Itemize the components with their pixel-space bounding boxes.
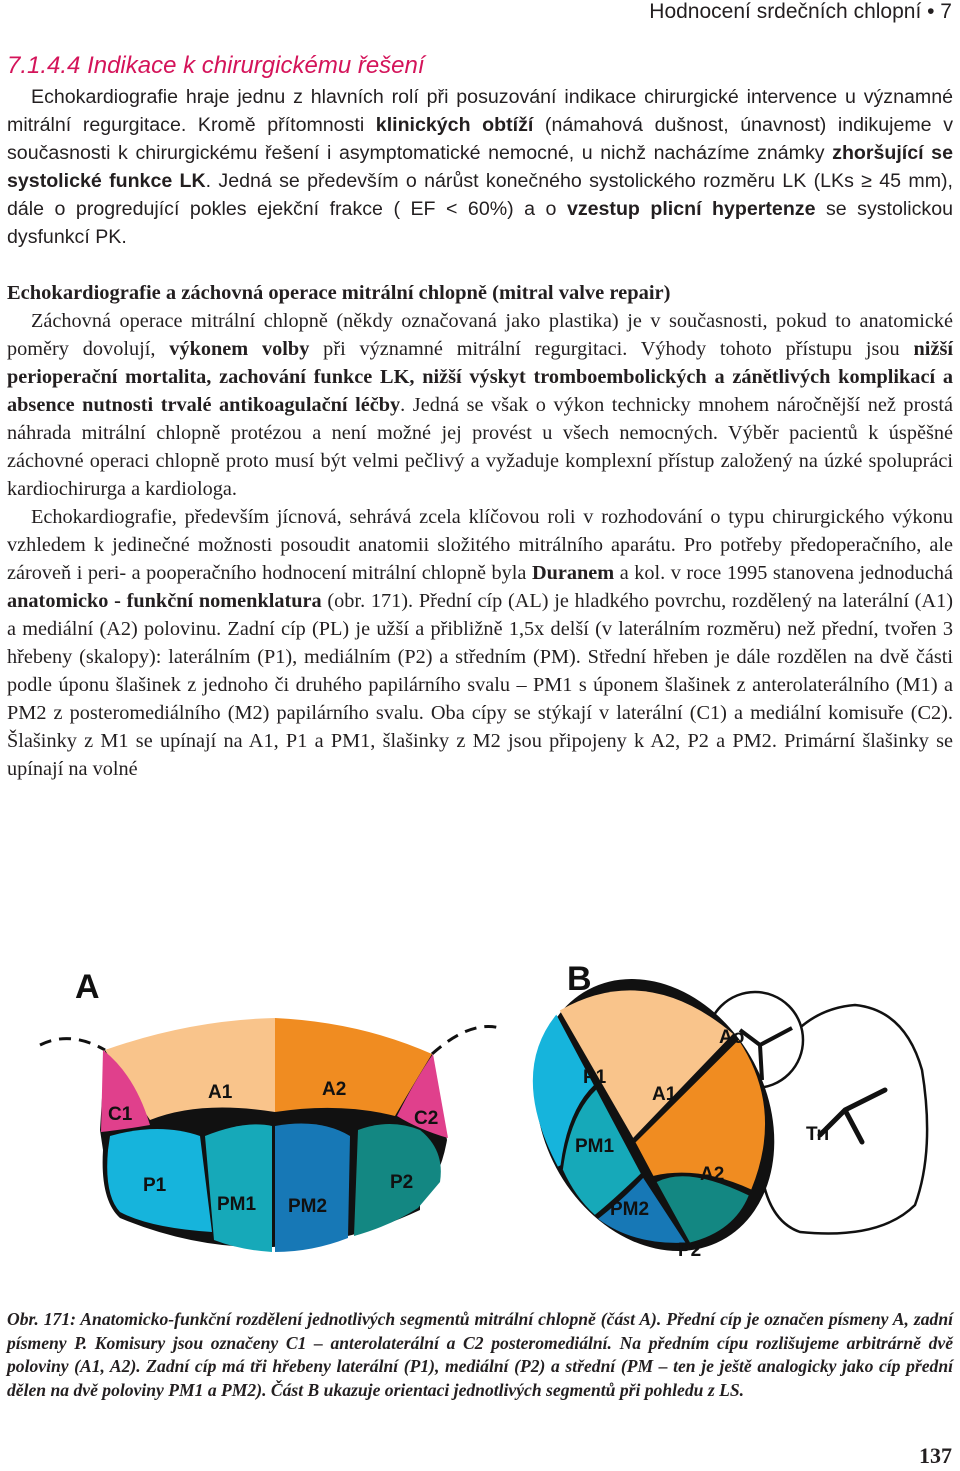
subheading-repair: Echokardiografie a záchovná operace mitr…	[7, 282, 671, 304]
label-a-pm1: PM1	[217, 1194, 257, 1215]
bold-phrase: zhoršující se systolické funkce LK	[7, 142, 953, 192]
label-b-a1: A1	[652, 1084, 677, 1105]
page-number: 137	[919, 1443, 952, 1468]
text-run: Záchovná operace mitrální chlopně (někdy…	[7, 310, 953, 360]
tricuspid-y-icon	[817, 1087, 888, 1145]
text-run: se systolickou dysfunkcí PK.	[7, 198, 953, 248]
label-b-p2: P2	[678, 1240, 701, 1261]
running-head: Hodnocení srdečních chlopní • 7	[649, 0, 952, 23]
segment-a-pm1	[205, 1124, 272, 1252]
text-run: Echokardiografie hraje jednu z hlavních …	[7, 86, 953, 136]
segment-b-pm1	[562, 1089, 641, 1215]
figure-caption: Obr. 171: Anatomicko-funkční rozdělení j…	[7, 1309, 953, 1400]
text-run: . Jedná se však o výkon technicky mnohem…	[7, 394, 953, 500]
label-a-c2: C2	[414, 1108, 438, 1129]
segment-a-c1	[101, 1050, 150, 1132]
label-a-a2: A2	[322, 1079, 346, 1100]
text-run: (námahová dušnost, únavnost) indikujeme …	[7, 114, 953, 164]
label-a-c1: C1	[108, 1104, 133, 1125]
paragraph-repair-advantages: Záchovná operace mitrální chlopně (někdy…	[7, 307, 953, 503]
label-a-a1: A1	[208, 1082, 233, 1103]
aortic-y-icon	[738, 1026, 793, 1081]
panel-b: B P1 A1 PM1 A2	[532, 960, 929, 1261]
paragraph-nomenclature: Echokardiografie, především jícnová, seh…	[7, 503, 953, 783]
annulus-dashed-left	[39, 1037, 106, 1052]
bold-phrase: výkonem volby	[169, 338, 310, 360]
figure-171: A A1 A2 C1 C2 P1 PM1 PM2 P2	[0, 950, 960, 1280]
label-b-a2: A2	[700, 1164, 724, 1185]
bold-phrase: klinických obtíží	[375, 114, 534, 136]
segment-b-p1	[532, 1014, 594, 1167]
bold-phrase: anatomicko - funkční nomenklatura	[7, 590, 322, 612]
repair-section: Echokardiografie a záchovná operace mitr…	[7, 279, 953, 783]
segment-a-p1	[107, 1129, 212, 1232]
panel-a-letter: A	[75, 968, 100, 1006]
text-run: (obr. 171). Přední cíp (AL) je hladkého …	[7, 590, 953, 780]
label-b-pm1: PM1	[575, 1136, 615, 1157]
text-run: a kol. v roce 1995 stanovena jednoduchá	[614, 562, 953, 584]
segment-b-a2	[635, 1039, 765, 1190]
label-b-pm2: PM2	[610, 1199, 649, 1220]
paragraph-indication: Echokardiografie hraje jednu z hlavních …	[7, 83, 953, 251]
segment-a-a1	[105, 1018, 275, 1120]
label-b-ao: Ao	[719, 1027, 744, 1048]
segment-b-a1	[559, 990, 734, 1138]
segment-b-pm2	[598, 1177, 686, 1243]
panel-a: A A1 A2 C1 C2 P1 PM1 PM2 P2	[39, 968, 501, 1252]
mitral-valve-diagram: A A1 A2 C1 C2 P1 PM1 PM2 P2	[39, 960, 929, 1261]
section-title: 7.1.4.4 Indikace k chirurgickému řešení	[7, 52, 425, 79]
indication-section: Echokardiografie hraje jednu z hlavních …	[7, 83, 953, 251]
label-b-p1: P1	[583, 1067, 607, 1088]
label-a-p1: P1	[143, 1175, 167, 1196]
tricuspid-region-outline	[758, 1003, 929, 1235]
bold-phrase: Duranem	[531, 562, 615, 584]
bold-phrase: vzestup plicní hypertenze	[566, 198, 816, 220]
segment-a-pm2	[275, 1123, 350, 1252]
label-b-tri: Tri	[806, 1124, 829, 1145]
segment-b-p2	[656, 1176, 749, 1243]
segment-a-p2	[354, 1124, 441, 1236]
segment-a-c2	[397, 1054, 448, 1138]
bold-phrase: nižší perioperační mortalita, zachování …	[7, 338, 953, 416]
segment-a-a2	[275, 1018, 432, 1116]
text-run: při významné mitrální regurgitaci. Výhod…	[309, 338, 914, 360]
text-run: . Jedná se především o nárůst konečného …	[7, 170, 953, 220]
annulus-dashed-right	[431, 1025, 501, 1056]
label-a-p2: P2	[390, 1172, 413, 1193]
label-a-pm2: PM2	[288, 1196, 327, 1217]
text-run: Echokardiografie, především jícnová, seh…	[7, 506, 953, 584]
